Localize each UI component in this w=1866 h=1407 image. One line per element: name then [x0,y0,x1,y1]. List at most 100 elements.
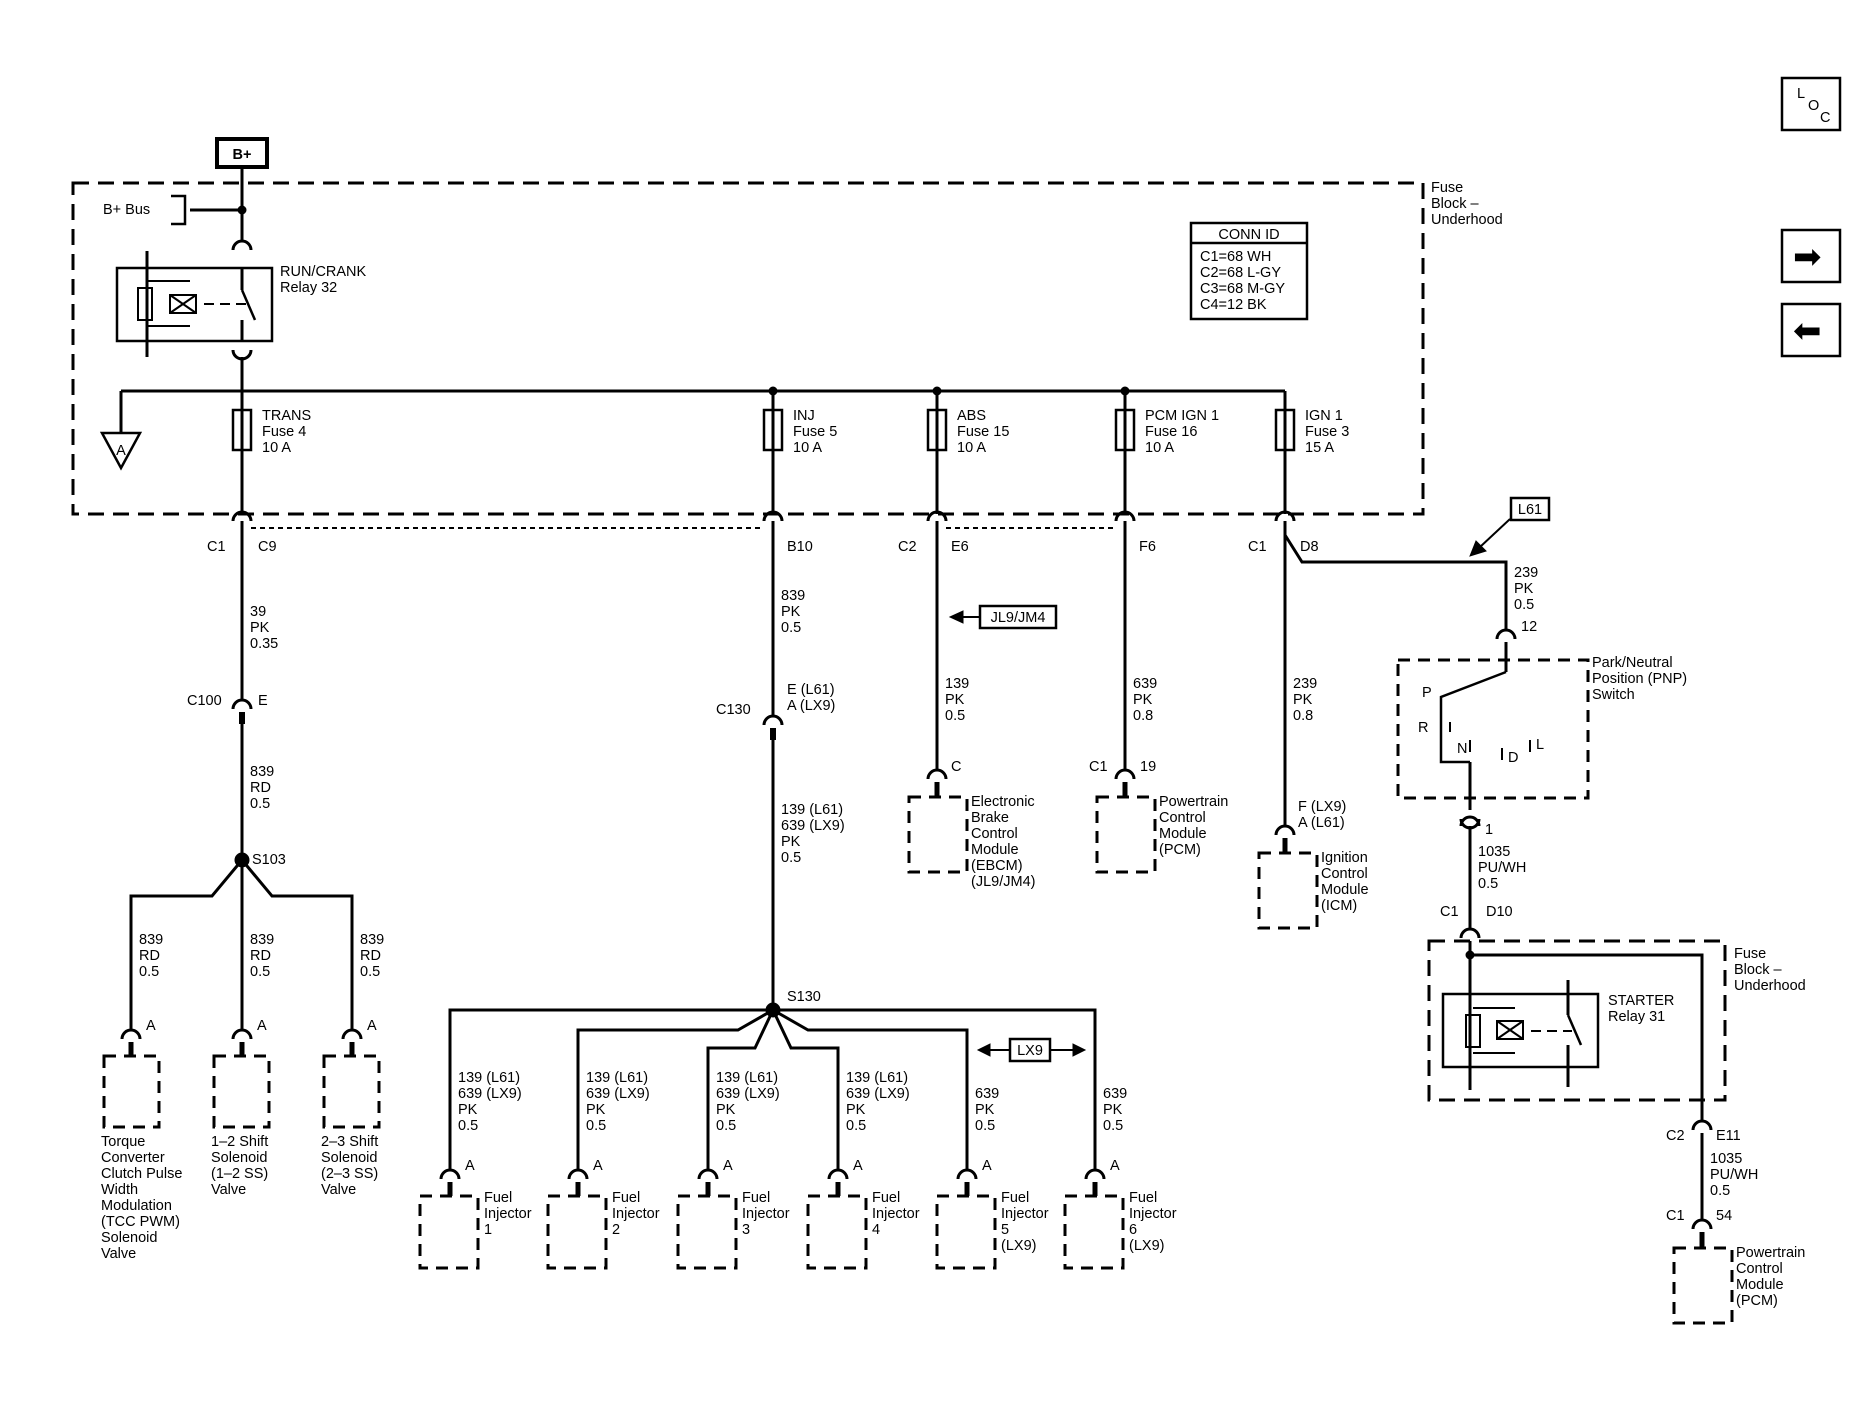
injector-label-line: Fuel [484,1190,512,1206]
pin-label: 1 [1485,822,1493,838]
module-pcm-label-line: Powertrain [1159,794,1228,810]
pin-label: C1 [1248,539,1267,555]
fuse-number: Fuse 16 [1145,424,1197,440]
wire-label-line: 639 (LX9) [586,1086,650,1102]
module-icm-label-line: (ICM) [1321,898,1357,914]
wire-label-line: 139 (L61) [846,1070,908,1086]
fuse-block-bottom-label-line: Underhood [1734,978,1806,994]
injector-label-line: Injector [1129,1206,1177,1222]
module-pcm [1095,795,1157,874]
injector-label-line: 4 [872,1222,880,1238]
module-ebcm-label-line: Electronic [971,794,1035,810]
pin-label: B10 [787,539,813,555]
wire-label-line: 0.5 [139,964,159,980]
next-page-button[interactable]: ➡ [1780,228,1842,284]
injector-3 [676,1194,738,1270]
module-icm-label-line: Ignition [1321,850,1368,866]
injector-6 [1063,1194,1125,1270]
fuse-pcm-ign [1114,408,1136,452]
loc-l: L [1797,86,1805,102]
fuse-name: PCM IGN 1 [1145,408,1219,424]
fuse-block-top [71,181,1425,516]
wire-label-line: PK [250,620,270,636]
relay-starter-label-line: STARTER [1608,993,1674,1009]
pin-label: A (LX9) [787,698,835,714]
connector-label: C130 [716,702,751,718]
wire-label-line: 639 [1103,1086,1127,1102]
fuse-block-top-label-line: Block – [1431,196,1479,212]
injector-label-line: Injector [872,1206,920,1222]
fuse-name: TRANS [262,408,311,424]
pnp-switch-label-line: Switch [1592,687,1635,703]
pin-label: E [258,693,268,709]
pin-label: A [146,1018,156,1034]
jl9-tag [978,604,1058,630]
solenoid-label-line: Converter [101,1150,165,1166]
relay-starter-label-line: Relay 31 [1608,1009,1665,1025]
wire-label-line: PK [975,1102,995,1118]
wire-label-line: 0.5 [458,1118,478,1134]
module-pcm2-label-line: Powertrain [1736,1245,1805,1261]
power-source-label: B+ [233,147,252,163]
wire-label-line: 639 (LX9) [716,1086,780,1102]
arrow-left-icon: ⬅ [1793,312,1822,350]
previous-page-button[interactable]: ⬅ [1780,302,1842,358]
fuse-trans [231,408,253,452]
pin-label: C1 [1666,1208,1685,1224]
module-ebcm-label-line: (EBCM) [971,858,1023,874]
ground-ref-triangle [99,431,143,471]
wire-label-line: RD [139,948,160,964]
wire-label-line: 639 (LX9) [458,1086,522,1102]
loc-c: C [1820,110,1830,126]
wire-label-line: 0.8 [1293,708,1313,724]
wire-label-line: 0.5 [945,708,965,724]
pin-label: A [853,1158,863,1174]
wire-label-line: 139 (L61) [716,1070,778,1086]
wire-label-line: PK [1103,1102,1123,1118]
wire-label-line: PK [846,1102,866,1118]
wire-label-line: 0.5 [1478,876,1498,892]
pin-label: C1 [1440,904,1459,920]
fuse-block-bottom-label-line: Fuse [1734,946,1766,962]
pnp-position: D [1508,750,1518,766]
solenoid-label-line: 2–3 Shift [321,1134,378,1150]
connector-symbol [231,239,253,251]
conn-id-box [1189,221,1309,321]
pin-label: A [257,1018,267,1034]
injector-label-line: Injector [484,1206,532,1222]
pnp-position: R [1418,720,1428,736]
wire-label-line: 839 [781,588,805,604]
wire-label-line: PK [1514,581,1534,597]
pin-label: C1 [1089,759,1108,775]
conn-id-title: CONN ID [1218,227,1279,243]
injector-1 [418,1194,480,1270]
solenoid-label-line: Solenoid [211,1150,267,1166]
bus-bracket [171,194,187,226]
wire-label-line: 0.5 [716,1118,736,1134]
wire-label-line: 0.5 [1710,1183,1730,1199]
fuse-abs [926,408,948,452]
wire-label-line: PK [458,1102,478,1118]
wire-label-line: PK [781,834,801,850]
wire-label-line: 0.5 [781,850,801,866]
solenoid-label-line: Width [101,1182,138,1198]
wire-label-line: 639 (LX9) [781,818,845,834]
wire-label-line: 139 (L61) [781,802,843,818]
wire-label-line: 139 [945,676,969,692]
pin-label: E (L61) [787,682,835,698]
relay-runcrank-label-line: Relay 32 [280,280,337,296]
pin-label: A [465,1158,475,1174]
wire-label-line: PK [586,1102,606,1118]
pnp-switch-label-line: Park/Neutral [1592,655,1673,671]
injector-4 [806,1194,868,1270]
loc-button[interactable]: L O C [1780,76,1842,132]
fuse-rating: 10 A [1145,440,1174,456]
pin-label: F6 [1139,539,1156,555]
loc-o: O [1808,98,1819,114]
wire-label-line: 239 [1514,565,1538,581]
wire-label-line: 0.5 [781,620,801,636]
wire-label-line: 0.5 [586,1118,606,1134]
pin-label: A (L61) [1298,815,1345,831]
injector-label-line: 3 [742,1222,750,1238]
